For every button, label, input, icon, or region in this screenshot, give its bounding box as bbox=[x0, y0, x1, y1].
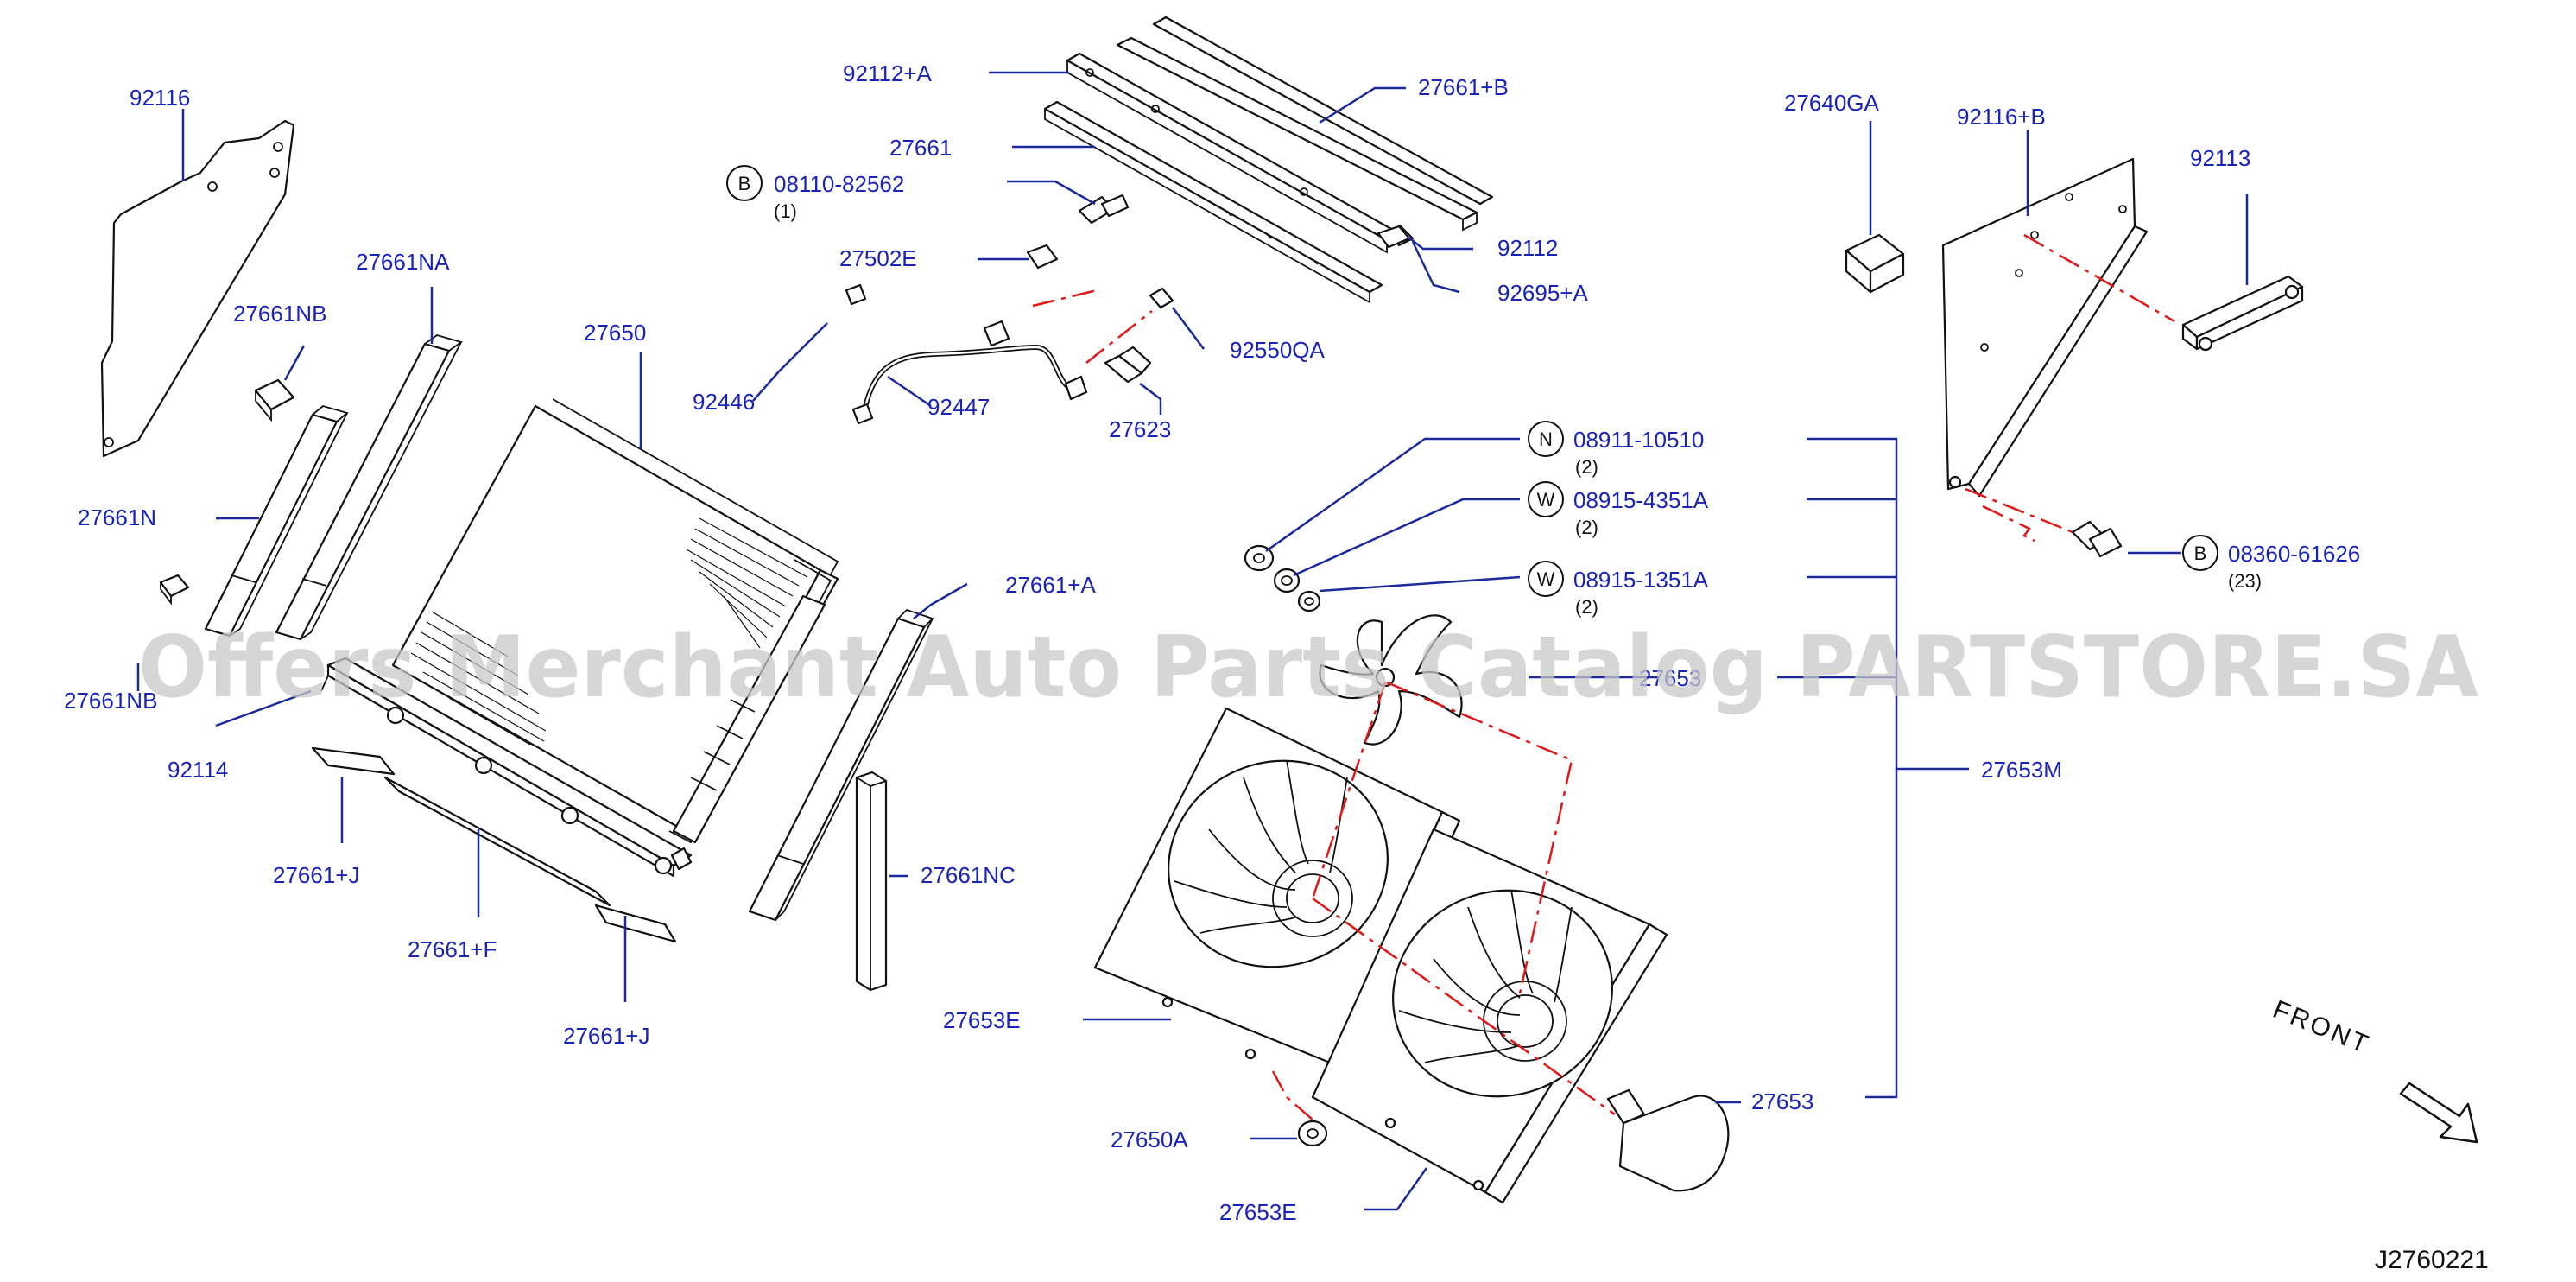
label-27650A[interactable]: 27650A bbox=[1111, 1127, 1188, 1152]
bracket-92113 bbox=[2181, 275, 2304, 352]
label-08110-82562[interactable]: 08110-82562 bbox=[774, 171, 904, 197]
condenser-hatch-top bbox=[686, 517, 808, 649]
bolt-08360-61626 bbox=[2071, 520, 2123, 558]
label-92114[interactable]: 92114 bbox=[168, 757, 228, 783]
pipe-92447 bbox=[851, 344, 1088, 425]
label-27661A[interactable]: 27661+A bbox=[1005, 572, 1096, 598]
badge-letter: W bbox=[1537, 568, 1555, 590]
label-27653M[interactable]: 27653M bbox=[1981, 757, 2062, 783]
seal-27661F bbox=[383, 776, 611, 907]
label-92116B[interactable]: 92116+B bbox=[1957, 104, 2046, 130]
fan-shroud-27653E-bottom bbox=[1311, 828, 1668, 1204]
label-92550QA[interactable]: 92550QA bbox=[1230, 337, 1326, 363]
front-label: FRONT bbox=[2269, 995, 2374, 1060]
nut-08911-10510 bbox=[1244, 544, 1275, 572]
label-27661F[interactable]: 27661+F bbox=[408, 936, 497, 962]
badge-w-08915-4351: W bbox=[1528, 481, 1564, 517]
label-08360-61626[interactable]: 08360-61626 bbox=[2228, 541, 2360, 567]
bracket-92114 bbox=[320, 657, 693, 878]
label-27661B[interactable]: 27661+B bbox=[1418, 74, 1509, 100]
label-27661J-bottom[interactable]: 27661+J bbox=[563, 1023, 649, 1049]
nut-27650A bbox=[1297, 1120, 1328, 1147]
seal-27661A bbox=[748, 608, 934, 922]
badge-b-08110: B bbox=[726, 165, 763, 201]
badge-b-08360: B bbox=[2182, 535, 2218, 571]
seal-27661NB-top bbox=[254, 378, 295, 422]
label-27661[interactable]: 27661 bbox=[889, 135, 952, 161]
diagram-reference: J2760221 bbox=[2375, 1246, 2489, 1274]
seal-27661B bbox=[1116, 16, 1494, 232]
switch-27623 bbox=[1104, 346, 1152, 384]
part-labels: 92116 27661NA 27661NB 27661N 27661NB 921… bbox=[64, 60, 2360, 1225]
washer-08915-1351A bbox=[1297, 590, 1321, 612]
label-92446[interactable]: 92446 bbox=[693, 389, 755, 415]
label-92695A[interactable]: 92695+A bbox=[1497, 280, 1588, 306]
clip-92550QA bbox=[1149, 287, 1174, 309]
bracket-92116 bbox=[100, 119, 295, 458]
label-27653-obscured[interactable]: 27653 bbox=[1639, 665, 1701, 691]
label-92113[interactable]: 92113 bbox=[2190, 145, 2250, 171]
leader-lines bbox=[136, 71, 2249, 1211]
label-27661N[interactable]: 27661N bbox=[78, 505, 156, 530]
qty-08110-82562: (1) bbox=[774, 200, 797, 222]
motor-27653 bbox=[1606, 1088, 1730, 1192]
label-27640GA[interactable]: 27640GA bbox=[1784, 90, 1880, 116]
dashed-alignment-lines bbox=[1032, 233, 2175, 1120]
label-92447[interactable]: 92447 bbox=[927, 394, 990, 420]
label-27653E-top[interactable]: 27653E bbox=[943, 1007, 1021, 1033]
clip-27502E bbox=[1026, 244, 1059, 270]
bracket-92116B bbox=[1941, 157, 2149, 498]
badge-letter: B bbox=[738, 173, 751, 194]
qty-08360-61626: (23) bbox=[2228, 570, 2262, 592]
watermark-text: Offers Merchant Auto Parts Catalog PARTS… bbox=[138, 619, 2478, 717]
qty-08915-1351A: (2) bbox=[1575, 596, 1598, 618]
label-27661NA[interactable]: 27661NA bbox=[356, 249, 450, 275]
badge-n-08911: N bbox=[1528, 421, 1564, 457]
label-08915-1351A[interactable]: 08915-1351A bbox=[1573, 567, 1709, 593]
sensor-27640GA bbox=[1845, 233, 1905, 294]
seal-27661J-left bbox=[311, 746, 396, 776]
seal-27661J-right bbox=[594, 904, 677, 943]
label-27661NC[interactable]: 27661NC bbox=[921, 862, 1016, 888]
seal-27661NA bbox=[275, 334, 464, 641]
badge-letter: B bbox=[2194, 543, 2207, 564]
qty-08915-4351A: (2) bbox=[1575, 517, 1598, 538]
label-27661NB-bottom[interactable]: 27661NB bbox=[64, 688, 157, 714]
seal-27661NC bbox=[855, 771, 888, 992]
fan-blade-27653-obscured bbox=[1319, 614, 1463, 746]
label-08915-4351A[interactable]: 08915-4351A bbox=[1573, 487, 1709, 513]
label-27650[interactable]: 27650 bbox=[584, 320, 646, 346]
label-92112A[interactable]: 92112+A bbox=[843, 60, 933, 86]
label-27653[interactable]: 27653 bbox=[1751, 1088, 1813, 1114]
seal-27661 bbox=[1043, 100, 1383, 304]
label-27661J-left[interactable]: 27661+J bbox=[273, 862, 359, 888]
badge-w-08915-1351: W bbox=[1528, 561, 1564, 597]
seal-27661N bbox=[204, 405, 349, 638]
condenser-hatch-bottom bbox=[410, 611, 547, 746]
seal-27661NB-bottom bbox=[159, 574, 190, 606]
label-92116[interactable]: 92116 bbox=[130, 85, 190, 111]
badge-letter: W bbox=[1537, 489, 1555, 511]
front-arrow-icon bbox=[2399, 1082, 2478, 1144]
label-08911-10510[interactable]: 08911-10510 bbox=[1573, 427, 1704, 453]
label-92112[interactable]: 92112 bbox=[1497, 235, 1558, 261]
qty-08911-10510: (2) bbox=[1575, 456, 1598, 478]
pipe-92446 bbox=[807, 283, 1029, 347]
bolt-08110-82562 bbox=[1078, 194, 1130, 225]
front-indicator: FRONT bbox=[2269, 995, 2478, 1144]
label-27502E[interactable]: 27502E bbox=[839, 245, 917, 271]
label-27661NB-top[interactable]: 27661NB bbox=[233, 301, 326, 327]
label-27623[interactable]: 27623 bbox=[1109, 416, 1171, 442]
washer-08915-4351A bbox=[1273, 568, 1301, 593]
condenser-27650 bbox=[391, 398, 839, 844]
label-27653E-bottom[interactable]: 27653E bbox=[1219, 1199, 1297, 1225]
badge-letter: N bbox=[1539, 428, 1553, 450]
